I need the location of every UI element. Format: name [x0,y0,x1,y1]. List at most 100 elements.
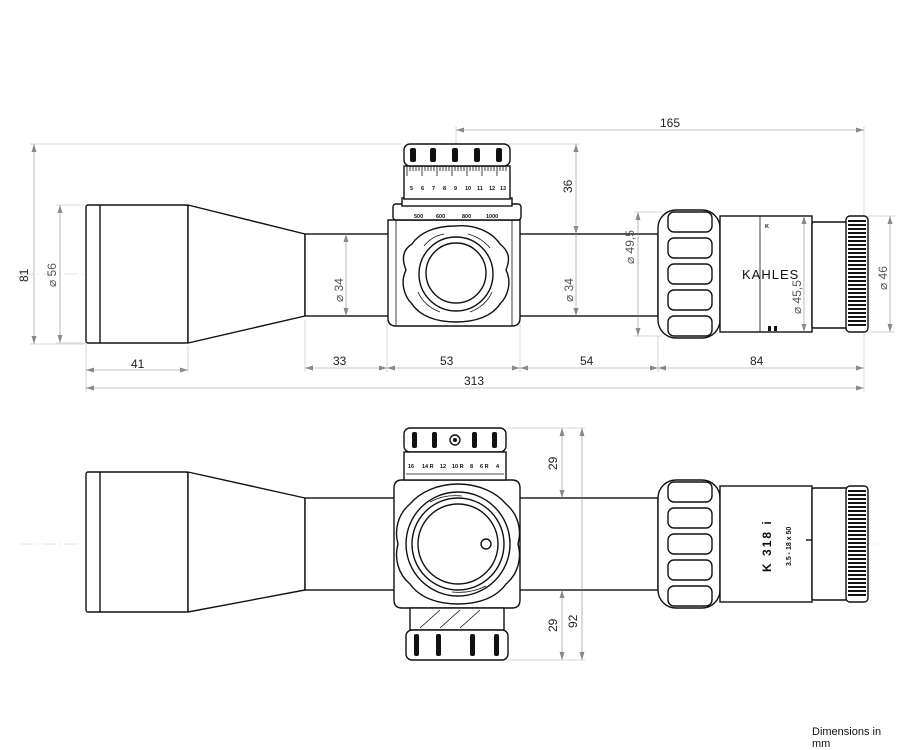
knurl-line [848,494,866,496]
dim-165: 165 [660,116,680,130]
svg-text:10: 10 [465,186,471,192]
knurl-line [848,510,866,512]
knurl-line [848,276,866,278]
magnification-ring: KAHLES K [657,209,813,339]
dimension-texts-top: 165 81 ⌀ 56 ⌀ 34 36 ⌀ 34 ⌀ 49,5 ⌀ 45,5 ⌀… [17,116,890,388]
eyepiece-side: △ [811,485,869,603]
turret-ticks [406,166,507,176]
knurl-line [848,586,866,588]
svg-text:13: 13 [500,186,506,192]
svg-text:12: 12 [489,186,495,192]
knurl-line [848,268,866,270]
knurl-line [848,296,866,298]
knurl-line [848,232,866,234]
knurl-line [848,562,866,564]
knurl-line [848,514,866,516]
extension-lines [30,126,895,392]
knurl-line [848,546,866,548]
dim-34-left: ⌀ 34 [332,278,346,302]
knurl-line [848,574,866,576]
svg-text:11: 11 [477,186,483,192]
dim-34-right: ⌀ 34 [562,278,576,302]
eyepiece-knurl [848,220,866,326]
turret-digits: 5 6 7 8 9 10 11 12 13 [410,186,506,192]
dim-313: 313 [464,374,484,388]
dim-92: 92 [566,614,580,628]
elevation-turret-side: 16 14 R 12 10 R 8 6 R 4 [403,427,507,481]
dim-81: 81 [17,268,31,282]
knurl-line [848,534,866,536]
dim-53: 53 [440,354,454,368]
spec-text: 3.5 - 18 x 50 [786,527,793,566]
knurl-line [848,490,866,492]
ring-mark: K [765,224,769,230]
knurl-line [848,228,866,230]
scale-1000: 1000 [486,214,498,220]
dim-33: 33 [333,354,347,368]
windage-turret-end [402,225,510,323]
dim-49-5: ⌀ 49,5 [623,230,637,264]
knurl-line [848,224,866,226]
knurl-line [848,280,866,282]
brand-text: KAHLES [742,267,799,282]
knurl-line [848,304,866,306]
knurl-line [848,590,866,592]
knurl-line [848,312,866,314]
knurl-line [848,594,866,596]
top-view: 500 600 800 1000 5 6 7 8 9 10 11 12 13 [17,116,895,392]
knurl-line [848,506,866,508]
objective-bell [85,204,306,344]
knurl-line [848,236,866,238]
magnification-ring-side: K 318 i 3.5 - 18 x 50 [657,479,816,609]
turret-side-labels: 16 14 R 12 10 R 8 6 R 4 [408,464,500,470]
dim-46: ⌀ 46 [876,266,890,290]
knurl-line [848,566,866,568]
knurl-line [848,554,866,556]
dim-56: ⌀ 56 [45,263,59,287]
knurl-line [848,260,866,262]
svg-text:6 R: 6 R [480,464,489,470]
svg-text:4: 4 [496,464,500,470]
knurl-line [848,220,866,222]
knurl-line [848,284,866,286]
scale-800: 800 [462,214,471,220]
knurl-line [848,578,866,580]
knurl-line [848,316,866,318]
bottom-turret [405,607,509,661]
svg-text:12: 12 [440,464,446,470]
model-text: K 318 i [760,519,774,572]
knurl-line [848,324,866,326]
svg-text:6: 6 [421,186,424,192]
dimension-lines-side [559,428,585,660]
svg-text:16: 16 [408,464,414,470]
knurl-line [848,264,866,266]
side-knob [395,483,521,605]
knurl-line [848,272,866,274]
knurl-line [848,538,866,540]
svg-text:8: 8 [443,186,446,192]
units-note: Dimensions in mm [812,726,882,750]
knurl-line [848,502,866,504]
dim-29-bottom: 29 [546,618,560,632]
knurl-line [848,526,866,528]
scale-500: 500 [414,214,423,220]
scale-600: 600 [436,214,445,220]
knurl-line [848,558,866,560]
knurl-line [848,498,866,500]
elevation-turret-top: 500 600 800 1000 5 6 7 8 9 10 11 12 13 [392,143,522,221]
knurl-line [848,542,866,544]
dim-84: 84 [750,354,764,368]
knurl-line [848,252,866,254]
knurl-line [848,300,866,302]
dim-41: 41 [131,357,145,371]
dim-54: 54 [580,354,594,368]
knurl-line [848,248,866,250]
dim-36: 36 [561,179,575,193]
knurl-line [848,320,866,322]
svg-text:8: 8 [470,464,473,470]
eyepiece-knurl-side [848,490,866,596]
knurl-line [848,582,866,584]
side-view: 16 14 R 12 10 R 8 6 R 4 [20,427,880,661]
knurl-line [848,292,866,294]
